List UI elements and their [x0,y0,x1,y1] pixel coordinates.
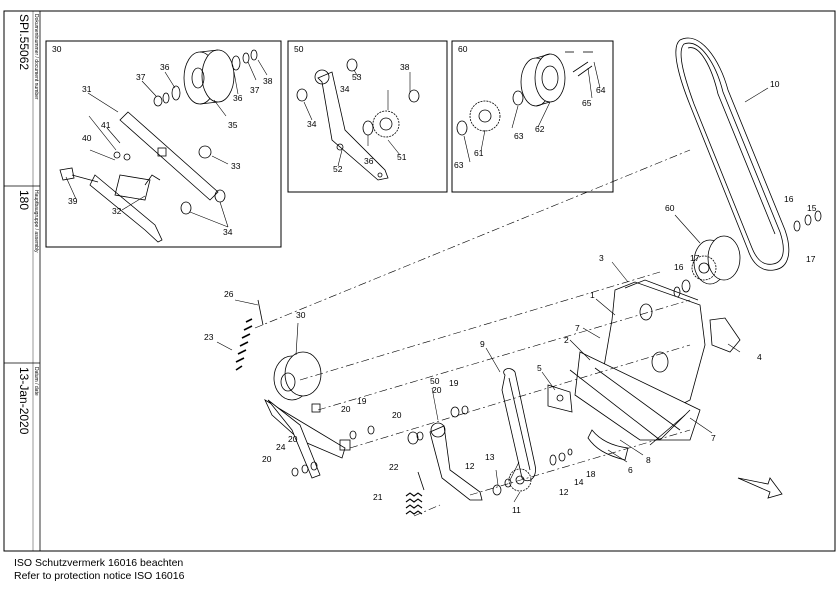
callout-19b: 19 [357,396,367,406]
callout-36-50: 36 [364,156,374,166]
callout-61: 61 [474,148,484,158]
callout-33: 33 [231,161,241,171]
callout-22: 22 [389,462,399,472]
callout-20: 20 [432,385,442,395]
callout-37: 37 [136,72,146,82]
callout-16: 16 [784,194,794,204]
leader-lines [65,59,601,228]
callout-53: 53 [352,72,362,82]
callout-37b: 37 [250,85,260,95]
callout-16b: 16 [674,262,684,272]
callout-20c: 20 [341,404,351,414]
callout-5: 5 [537,363,542,373]
callout-34b-50: 34 [340,84,350,94]
callout-65: 65 [582,98,592,108]
callout-17b: 17 [690,253,700,263]
callout-8: 8 [646,455,651,465]
callout-labels: 30 31 40 41 37 36 36 37 38 35 33 34 32 3… [52,44,817,515]
callout-24: 24 [276,442,286,452]
callout-52: 52 [333,164,343,174]
callout-20d: 20 [288,434,298,444]
callout-34: 34 [223,227,233,237]
callout-31: 31 [82,84,92,94]
assembly-label: Hauptbaugruppe / assembly [33,190,39,253]
callout-40: 40 [82,133,92,143]
callout-35: 35 [228,120,238,130]
date-value: 13-Jan-2020 [17,367,31,435]
callout-20b: 20 [392,410,402,420]
date-label: Datum / date [33,367,39,396]
callout-15: 15 [807,203,817,213]
inset-box-30 [45,40,282,248]
callout-1: 1 [590,290,595,300]
callout-20e: 20 [262,454,272,464]
callout-2: 2 [564,335,569,345]
callout-63b: 63 [514,131,524,141]
document-number-label: Dokumentnummer / document number [33,14,39,100]
callout-64: 64 [596,85,606,95]
drawing-border [3,10,836,552]
inset-50-label: 50 [294,44,304,54]
callout-12: 12 [559,487,569,497]
callout-4: 4 [757,352,762,362]
callout-62: 62 [535,124,545,134]
center-lines [254,149,691,517]
callout-50: 50 [430,376,440,386]
direction-arrow [737,477,783,499]
protection-notice-en: Refer to protection notice ISO 16016 [14,569,185,582]
callout-36b: 36 [233,93,243,103]
assembly-number: 180 [17,190,31,211]
callout-13: 13 [485,452,495,462]
callout-6: 6 [628,465,633,475]
callout-11: 11 [512,505,521,515]
inset-30-parts [59,49,258,243]
callout-30: 30 [296,310,306,320]
main-assembly-parts [235,37,822,515]
document-number: SPI.55062 [17,14,31,71]
callout-38: 38 [263,76,273,86]
callout-7: 7 [575,323,580,333]
inset-box-60 [451,40,614,193]
callout-26: 26 [224,289,234,299]
inset-box-50 [287,40,448,193]
callout-17: 17 [806,254,816,264]
callout-23: 23 [204,332,214,342]
callout-3: 3 [599,253,604,263]
callout-36: 36 [160,62,170,72]
callout-41: 41 [101,120,111,130]
protection-notice-de: ISO Schutzvermerk 16016 beachten [14,557,184,569]
callout-9: 9 [480,339,485,349]
inset-60-label: 60 [458,44,468,54]
callout-63: 63 [454,160,464,170]
callout-51: 51 [397,152,407,162]
inset-30-label: 30 [52,44,62,54]
callout-21: 21 [373,492,383,502]
callout-10: 10 [770,79,780,89]
callout-60: 60 [665,203,675,213]
protection-notice: ISO Schutzvermerk 16016 beachten Refer t… [14,557,184,582]
callout-38-50: 38 [400,62,410,72]
callout-34-50: 34 [307,119,317,129]
callout-7b: 7 [711,433,716,443]
callout-12b: 12 [465,461,475,471]
callout-39: 39 [68,196,78,206]
callout-14: 14 [574,477,584,487]
callout-19: 19 [449,378,459,388]
callout-18: 18 [586,469,596,479]
inset-60-parts [456,51,593,136]
callout-32: 32 [112,206,122,216]
inset-50-parts [296,58,420,181]
